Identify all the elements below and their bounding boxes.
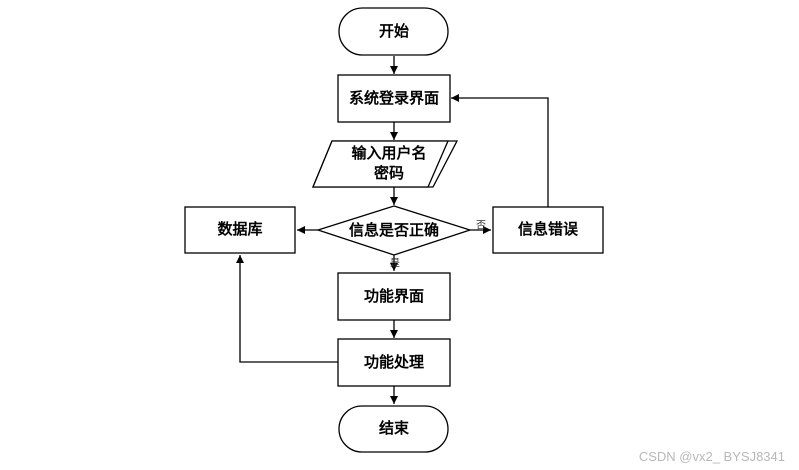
end-label: 结束 — [379, 419, 410, 437]
input-credentials-line1: 输入用户名 — [351, 144, 426, 162]
database-node: 数据库 — [184, 206, 296, 254]
function-process-label: 功能处理 — [364, 353, 424, 371]
start-label: 开始 — [379, 22, 409, 40]
edge-label-yes: 是 — [390, 258, 400, 270]
login-screen-node: 系统登录界面 — [337, 74, 451, 123]
edge-process-to-database — [236, 255, 338, 363]
input-credentials-node: 输入用户名 密码 — [312, 140, 459, 188]
database-label: 数据库 — [217, 220, 262, 238]
input-credentials-line2: 密码 — [374, 164, 404, 182]
check-decision-node: 信息是否正确 — [315, 205, 473, 256]
function-process-node: 功能处理 — [337, 338, 451, 387]
watermark-text: CSDN @vx2_ BYSJ8341 — [638, 449, 785, 464]
end-node: 结束 — [338, 405, 449, 453]
function-screen-node: 功能界面 — [337, 272, 451, 321]
edge-error-to-login — [451, 94, 549, 207]
error-label: 信息错误 — [518, 220, 579, 238]
function-screen-label: 功能界面 — [364, 287, 424, 305]
error-node: 信息错误 — [492, 206, 604, 254]
login-screen-label: 系统登录界面 — [349, 89, 439, 107]
edge-label-no: 否 — [476, 220, 486, 232]
start-node: 开始 — [338, 7, 449, 56]
check-decision-label: 信息是否正确 — [349, 221, 439, 239]
